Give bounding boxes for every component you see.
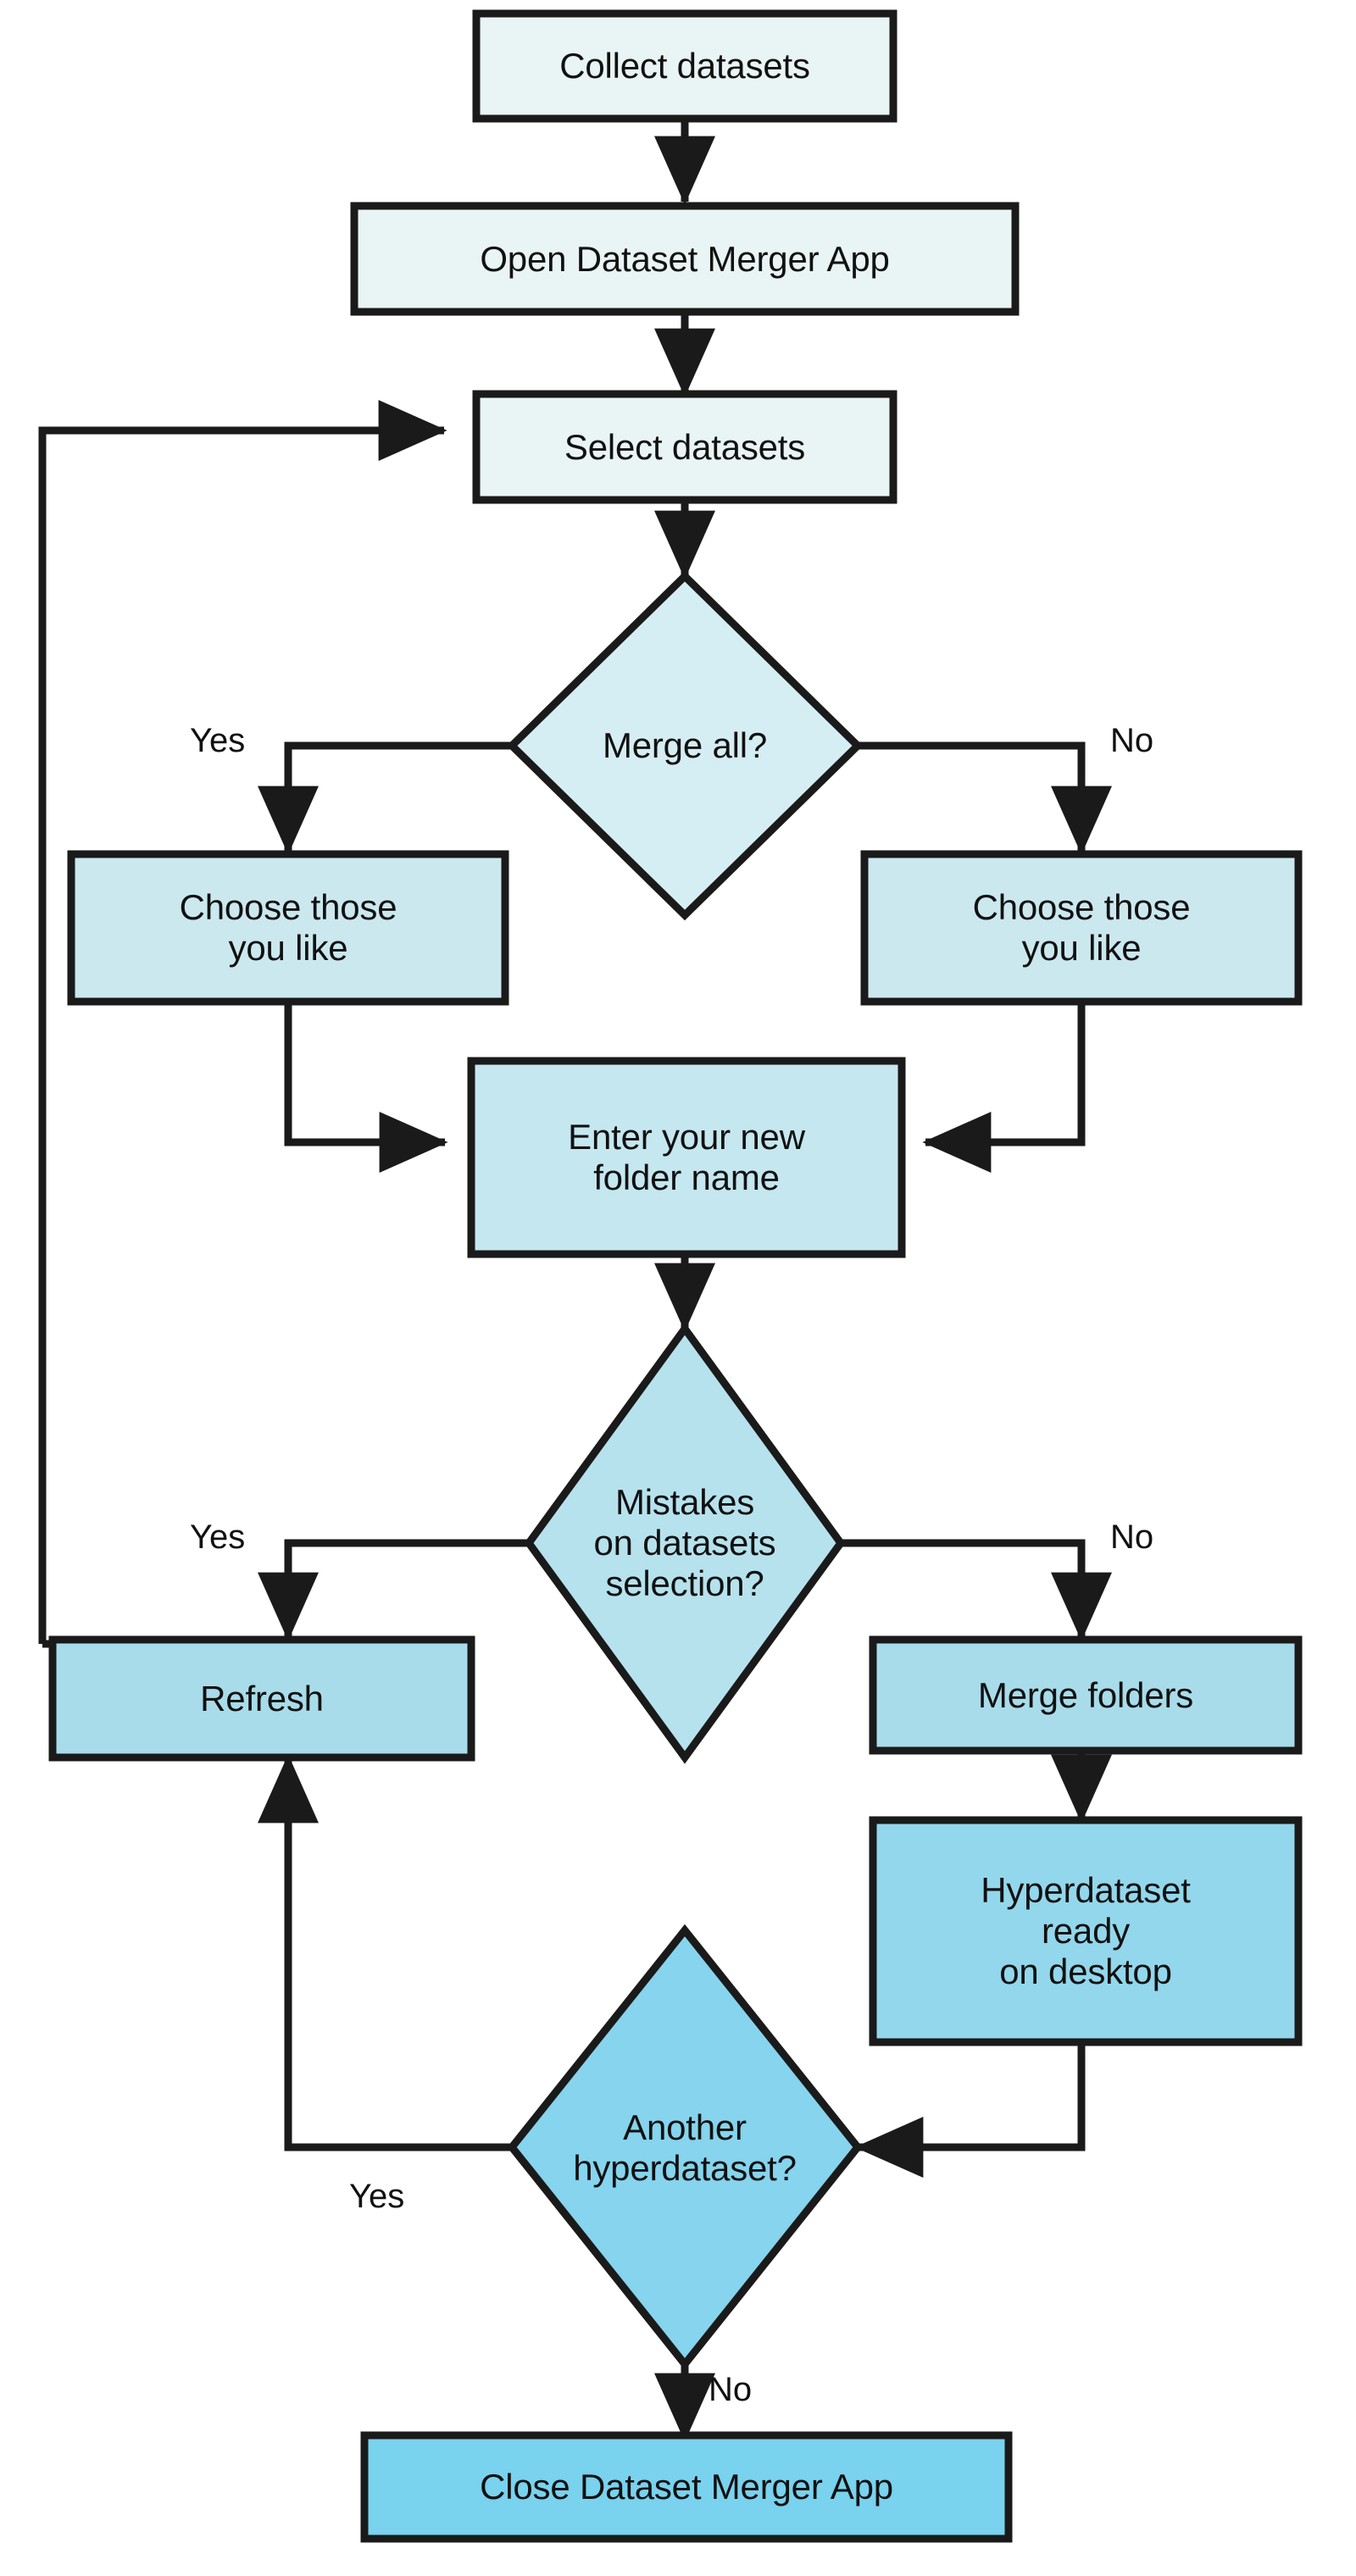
edge-mistakes-no xyxy=(841,1539,1112,1641)
node-select-datasets[interactable] xyxy=(472,390,898,504)
edge-merge-all-yes xyxy=(258,741,512,855)
node-another-hyperdataset-decision[interactable] xyxy=(507,1924,863,2371)
edge-choose-left-to-enter-folder xyxy=(284,1002,448,1173)
node-collect-datasets[interactable] xyxy=(472,9,898,123)
node-merge-folders[interactable] xyxy=(869,1635,1303,1755)
edge-another-yes xyxy=(258,1754,512,2151)
edge-refresh-to-select xyxy=(38,400,447,1644)
node-mistakes-decision[interactable] xyxy=(524,1322,846,1764)
node-choose-those-you-like-left[interactable] xyxy=(67,850,509,1006)
edge-choose-right-to-enter-folder xyxy=(922,1002,1086,1173)
node-open-dataset-merger-app[interactable] xyxy=(350,202,1020,316)
node-hyperdataset-ready[interactable] xyxy=(869,1816,1303,2046)
edge-mistakes-yes xyxy=(258,1539,529,1641)
node-merge-all-decision[interactable] xyxy=(506,570,864,921)
node-close-dataset-merger-app[interactable] xyxy=(360,2431,1013,2543)
node-enter-folder-name[interactable] xyxy=(467,1057,906,1258)
edge-merge-all-no xyxy=(858,741,1112,855)
node-refresh[interactable] xyxy=(48,1635,475,1762)
node-choose-those-you-like-right[interactable] xyxy=(860,850,1303,1006)
